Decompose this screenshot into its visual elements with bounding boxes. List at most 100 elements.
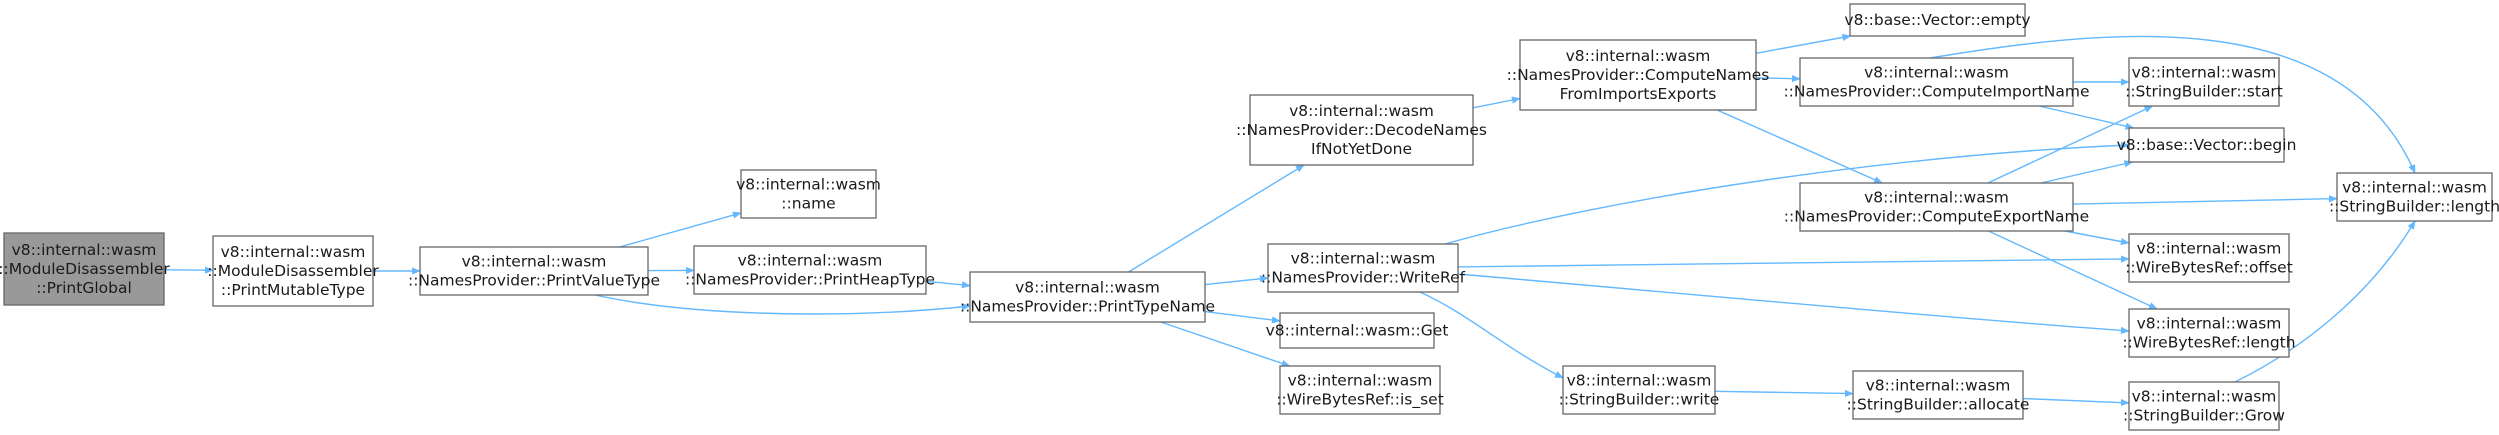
- edge-computeNames-to-vecEmpty: [1755, 33, 1852, 54]
- node-sbAllocate[interactable]: v8::internal::wasm::StringBuilder::alloc…: [1847, 370, 2030, 420]
- node-printValueType[interactable]: v8::internal::wasm::NamesProvider::Print…: [408, 246, 660, 296]
- edge-computeExport-to-sbStart: [1987, 105, 2154, 184]
- node-printHeapType[interactable]: v8::internal::wasm::NamesProvider::Print…: [685, 245, 935, 295]
- node-label-line: v8::base::Vector::begin: [2117, 136, 2297, 154]
- node-computeExport[interactable]: v8::internal::wasm::NamesProvider::Compu…: [1784, 182, 2089, 232]
- node-label-line: v8::internal::wasm: [736, 176, 881, 194]
- node-printMutableType[interactable]: v8::internal::wasm::ModuleDisassembler::…: [207, 235, 379, 307]
- node-label-line: v8::internal::wasm::Get: [1266, 322, 1449, 340]
- node-box: [1799, 57, 2074, 107]
- node-box: [1519, 39, 1757, 111]
- node-label-line: ::StringBuilder::allocate: [1847, 396, 2030, 414]
- node-box: [1852, 370, 2024, 420]
- node-label-line: IfNotYetDone: [1311, 140, 1412, 158]
- node-wbLength[interactable]: v8::internal::wasm::WireBytesRef::length: [2122, 308, 2296, 358]
- node-sbGrow[interactable]: v8::internal::wasm::StringBuilder::Grow: [2123, 381, 2285, 431]
- edge-computeExport-to-wbOffset: [2064, 230, 2130, 246]
- node-label-line: v8::internal::wasm: [2137, 240, 2282, 258]
- node-label-line: ::ModuleDisassembler: [0, 260, 170, 278]
- nodes-layer: v8::internal::wasm::ModuleDisassembler::…: [0, 3, 2499, 431]
- node-printGlobal[interactable]: v8::internal::wasm::ModuleDisassembler::…: [0, 232, 170, 306]
- node-isSet[interactable]: v8::internal::wasm::WireBytesRef::is_set: [1276, 365, 1444, 415]
- node-label-line: v8::internal::wasm: [1566, 47, 1711, 65]
- edge-printTypeName-to-get: [1204, 310, 1281, 324]
- node-box: [1267, 243, 1459, 293]
- edges-layer: [163, 33, 2416, 407]
- edge-writeRef-to-vecBegin: [1444, 141, 2130, 245]
- edge-computeImport-to-vecBegin: [2039, 105, 2135, 130]
- node-label-line: ::StringBuilder::start: [2125, 83, 2283, 101]
- node-label-line: ::StringBuilder::write: [1559, 391, 1720, 409]
- node-computeImport[interactable]: v8::internal::wasm::NamesProvider::Compu…: [1783, 57, 2090, 107]
- node-sbWrite[interactable]: v8::internal::wasm::StringBuilder::write: [1559, 365, 1720, 415]
- node-label-line: ::StringBuilder::Grow: [2123, 407, 2285, 425]
- node-label-line: v8::internal::wasm: [1864, 189, 2009, 207]
- node-label-line: v8::internal::wasm: [1291, 250, 1436, 268]
- node-label-line: ::name: [781, 195, 835, 213]
- edge-printTypeName-to-writeRef: [1204, 275, 1269, 286]
- node-vecEmpty[interactable]: v8::base::Vector::empty: [1844, 3, 2031, 37]
- node-label-line: ::NamesProvider::DecodeNames: [1236, 121, 1487, 139]
- node-box: [2128, 381, 2280, 431]
- node-label-line: v8::internal::wasm: [12, 241, 157, 259]
- node-label-line: v8::internal::wasm: [2137, 315, 2282, 333]
- edge-sbWrite-to-sbAllocate: [1714, 389, 1854, 398]
- node-printTypeName[interactable]: v8::internal::wasm::NamesProvider::Print…: [960, 271, 1215, 323]
- node-label-line: v8::internal::wasm: [1289, 102, 1434, 120]
- edge-decodeNames-to-computeNames: [1472, 96, 1521, 109]
- node-box: [2336, 172, 2493, 222]
- node-label-line: v8::internal::wasm: [2342, 179, 2487, 197]
- edge-computeExport-to-wbLength: [1988, 230, 2158, 310]
- node-box: [1849, 3, 2026, 37]
- node-box: [1279, 312, 1435, 349]
- edge-writeRef-to-wbOffset: [1457, 255, 2130, 268]
- node-box: [2128, 308, 2290, 358]
- node-label-line: v8::base::Vector::empty: [1844, 11, 2030, 29]
- node-label-line: v8::internal::wasm: [2132, 64, 2277, 82]
- edge-printTypeName-to-isSet: [1160, 321, 1291, 367]
- node-sbStart[interactable]: v8::internal::wasm::StringBuilder::start: [2125, 57, 2283, 107]
- edge-computeExport-to-sbLength: [2072, 195, 2338, 205]
- node-label-line: v8::internal::wasm: [1866, 377, 2011, 395]
- node-box: [2128, 233, 2290, 283]
- edge-printValueType-to-printTypeName: [594, 294, 971, 315]
- edge-writeRef-to-wbLength: [1457, 273, 2130, 335]
- node-box: [2128, 127, 2285, 163]
- node-decodeNames[interactable]: v8::internal::wasm::NamesProvider::Decod…: [1236, 94, 1487, 166]
- node-label-line: ::NamesProvider::PrintValueType: [408, 272, 660, 290]
- node-name[interactable]: v8::internal::wasm::name: [736, 169, 881, 219]
- node-label-line: FromImportsExports: [1560, 85, 1717, 103]
- node-box: [1249, 94, 1474, 166]
- node-label-line: v8::internal::wasm: [462, 253, 607, 271]
- node-box: [969, 271, 1206, 323]
- node-label-line: ::NamesProvider::ComputeImportName: [1783, 83, 2089, 101]
- node-label-line: ::StringBuilder::length: [2329, 198, 2499, 216]
- node-get[interactable]: v8::internal::wasm::Get: [1266, 312, 1449, 349]
- node-vecBegin[interactable]: v8::base::Vector::begin: [2117, 127, 2297, 163]
- node-wbOffset[interactable]: v8::internal::wasm::WireBytesRef::offset: [2125, 233, 2293, 283]
- node-label-line: ::WireBytesRef::offset: [2125, 259, 2293, 277]
- node-label-line: v8::internal::wasm: [1864, 64, 2009, 82]
- edge-printHeapType-to-printTypeName: [925, 280, 971, 289]
- node-label-line: v8::internal::wasm: [2132, 388, 2277, 406]
- node-sbLength[interactable]: v8::internal::wasm::StringBuilder::lengt…: [2329, 172, 2499, 222]
- node-label-line: ::NamesProvider::PrintTypeName: [960, 298, 1215, 316]
- node-writeRef[interactable]: v8::internal::wasm::NamesProvider::Write…: [1261, 243, 1466, 293]
- node-box: [693, 245, 927, 295]
- node-label-line: ::WireBytesRef::length: [2122, 334, 2295, 352]
- node-box: [2128, 57, 2280, 107]
- edge-computeExport-to-vecBegin: [2040, 160, 2134, 184]
- node-label-line: v8::internal::wasm: [1567, 372, 1712, 390]
- node-label-line: ::NamesProvider::PrintHeapType: [685, 271, 935, 289]
- node-label-line: ::PrintMutableType: [221, 281, 365, 299]
- node-box: [212, 235, 374, 307]
- edge-computeNames-to-computeExport: [1716, 109, 1884, 184]
- edge-sbGrow-to-sbLength: [2234, 220, 2416, 383]
- node-box: [3, 232, 165, 306]
- node-label-line: ::NamesProvider::ComputeNames: [1507, 66, 1770, 84]
- edge-computeNames-to-computeImport: [1755, 75, 1801, 83]
- node-computeNames[interactable]: v8::internal::wasm::NamesProvider::Compu…: [1507, 39, 1770, 111]
- edge-printTypeName-to-decodeNames: [1128, 164, 1305, 273]
- node-box: [419, 246, 649, 296]
